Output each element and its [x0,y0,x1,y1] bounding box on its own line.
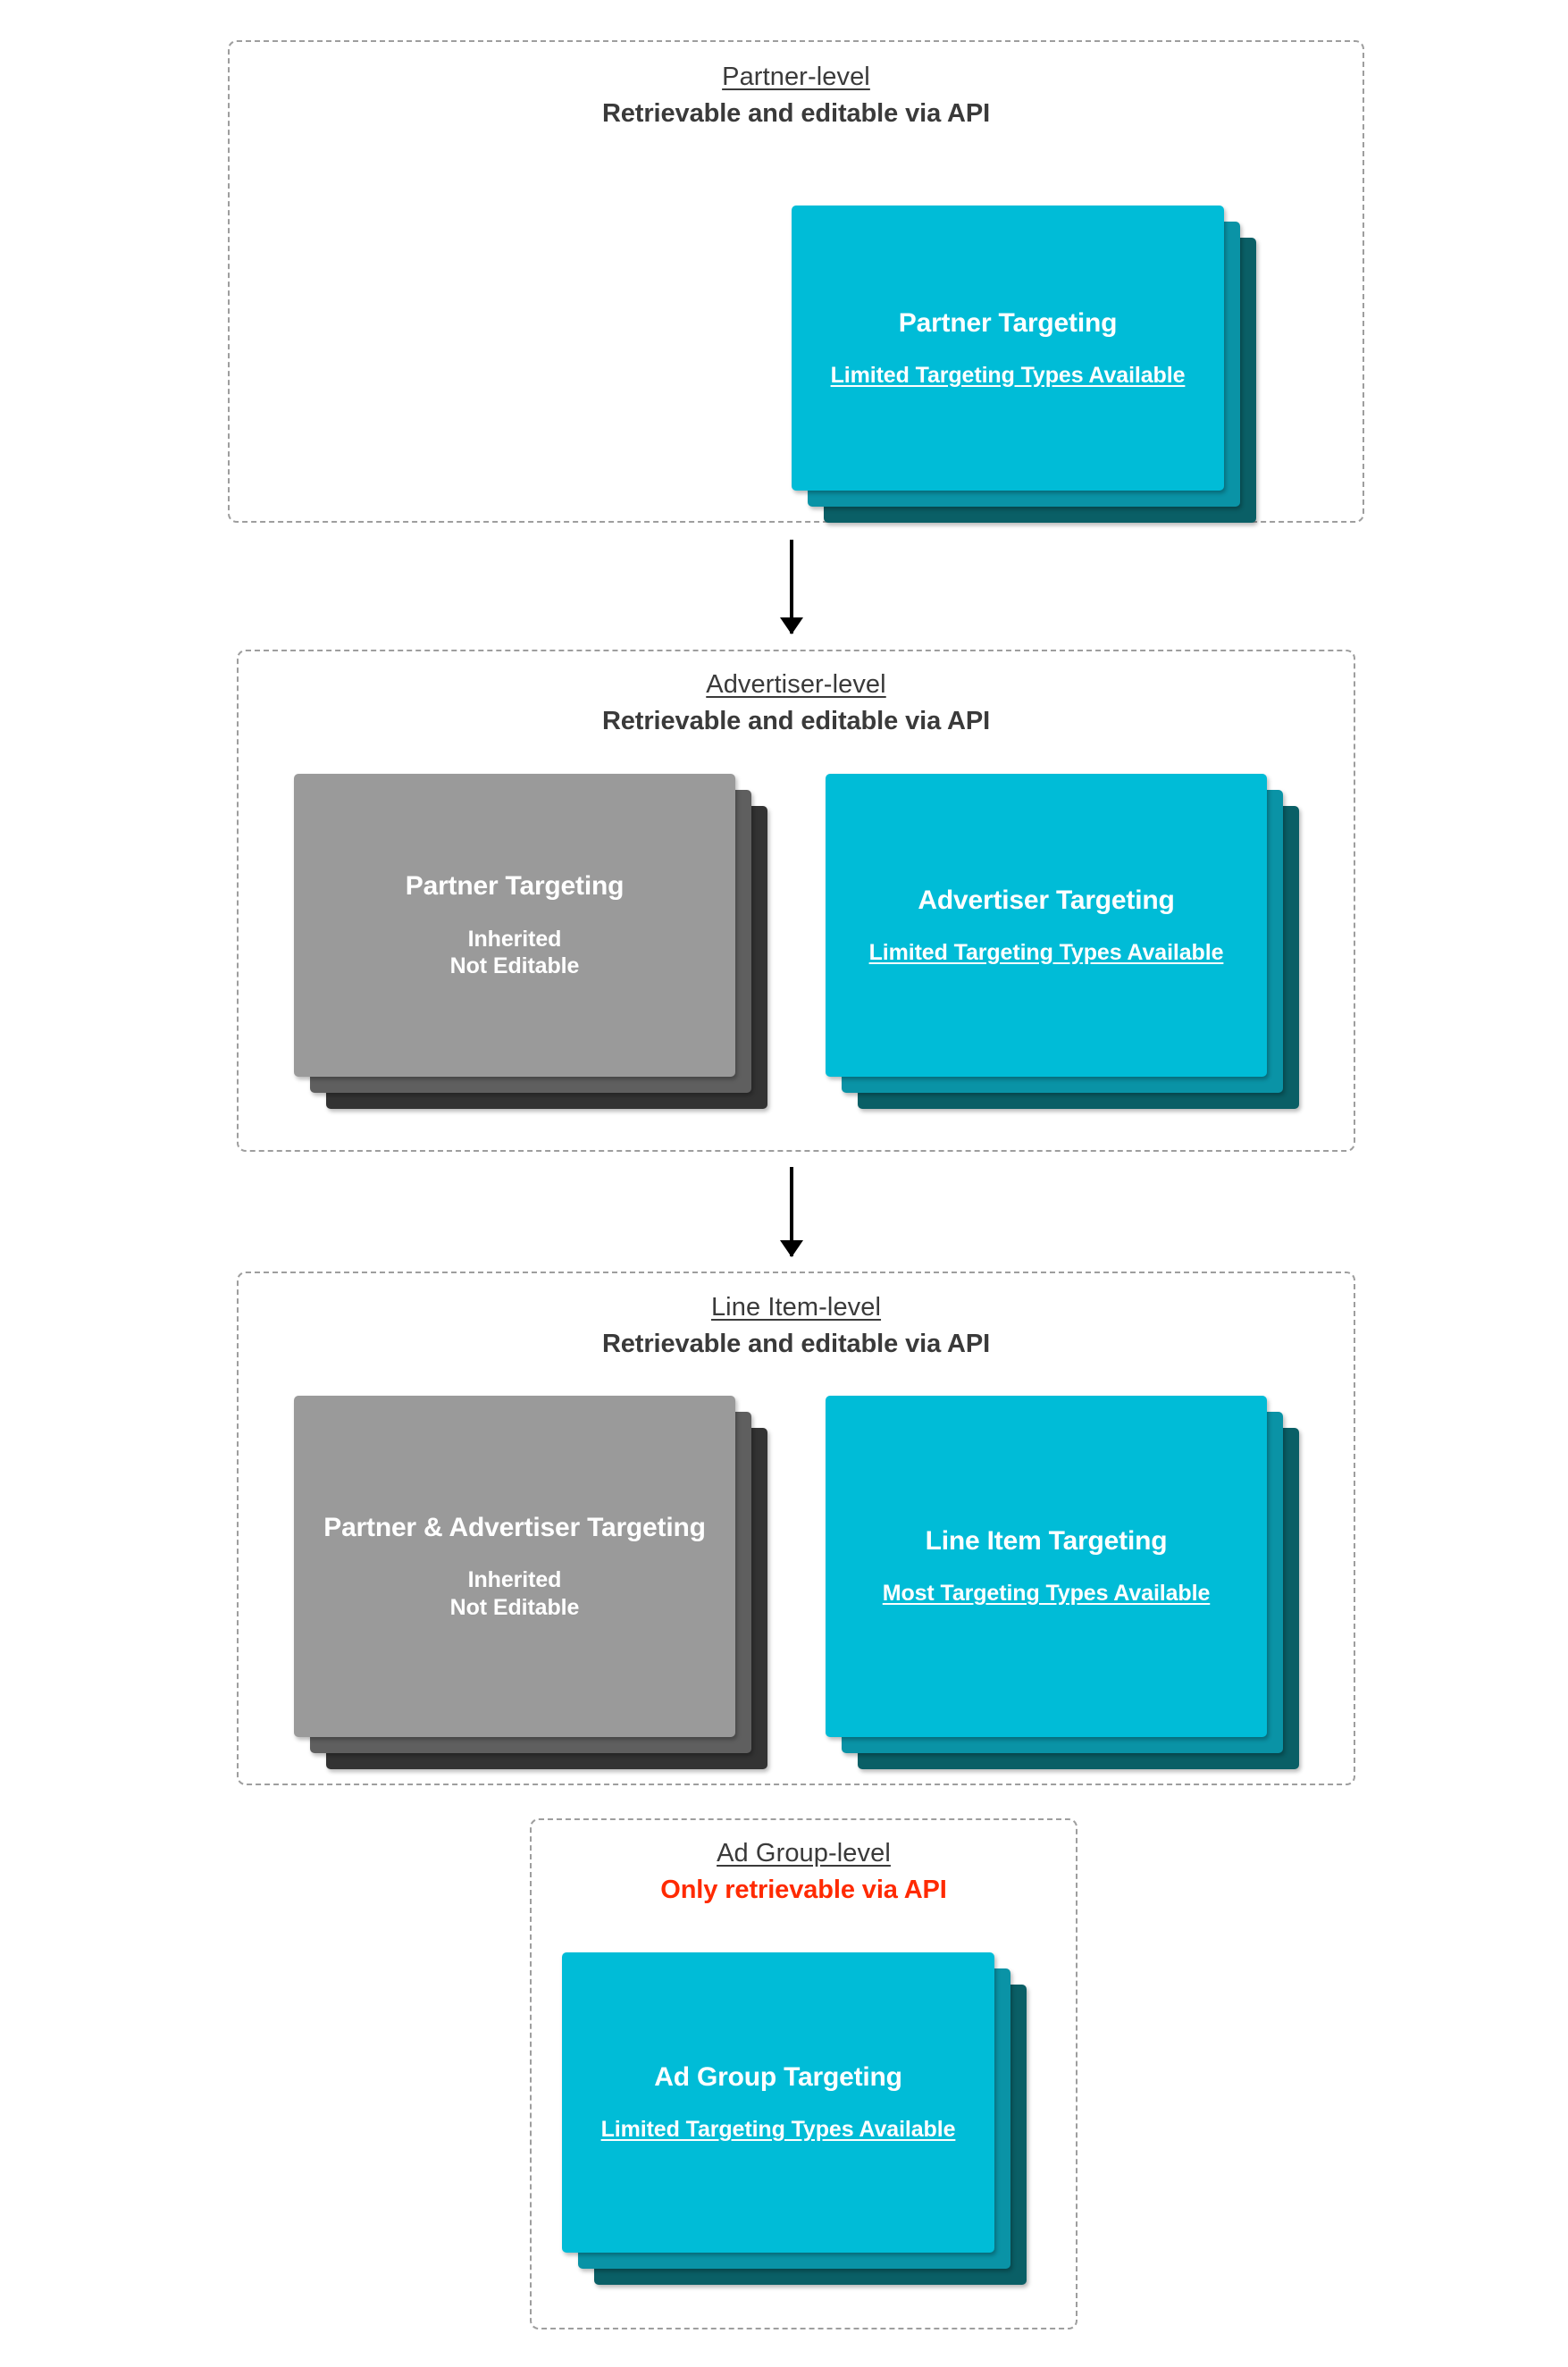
level-title-advertiser: Advertiser-level [706,670,886,699]
card-layer-front[interactable]: Partner & Advertiser Targeting Inherited… [294,1396,735,1737]
level-subtitle-advertiser: Retrievable and editable via API [601,707,991,736]
level-container-lineitem: Line Item-level Retrievable and editable… [237,1272,1355,1785]
card-layer-front[interactable]: Ad Group Targeting Limited Targeting Typ… [562,1952,994,2253]
card-note: Limited Targeting Types Available [830,362,1186,388]
level-container-advertiser: Advertiser-level Retrievable and editabl… [237,650,1355,1152]
card-title: Ad Group Targeting [654,2062,902,2093]
level-heading-adgroup: Ad Group-level Only retrievable via API [532,1838,1076,1907]
card-layer-front[interactable]: Partner Targeting Limited Targeting Type… [792,206,1224,491]
card-title: Partner Targeting [898,307,1118,338]
connector-advertiser-to-lineitem [780,1167,803,1257]
card-stack-ad-group-targeting[interactable]: Ad Group Targeting Limited Targeting Typ… [562,1952,1027,2285]
level-title-partner: Partner-level [722,63,870,91]
level-title-adgroup: Ad Group-level [717,1839,891,1868]
card-note: Limited Targeting Types Available [868,939,1224,965]
card-title: Partner Targeting [405,871,625,902]
card-title: Line Item Targeting [925,1526,1168,1557]
level-subtitle-adgroup: Only retrievable via API [660,1876,947,1905]
card-note: Most Targeting Types Available [882,1581,1211,1607]
card-stack-advertiser-targeting[interactable]: Advertiser Targeting Limited Targeting T… [826,774,1299,1109]
card-note: Limited Targeting Types Available [600,2117,956,2143]
level-heading-advertiser: Advertiser-level Retrievable and editabl… [239,669,1354,738]
card-title: Partner & Advertiser Targeting [323,1512,706,1542]
card-layer-front[interactable]: Advertiser Targeting Limited Targeting T… [826,774,1267,1077]
level-subtitle-lineitem: Retrievable and editable via API [601,1330,991,1359]
level-subtitle-partner: Retrievable and editable via API [601,99,991,129]
card-layer-front[interactable]: Line Item Targeting Most Targeting Types… [826,1396,1267,1737]
level-container-adgroup: Ad Group-level Only retrievable via API [530,1818,1077,2329]
card-stack-lineitem-inherited-targeting[interactable]: Partner & Advertiser Targeting Inherited… [294,1396,767,1769]
level-container-partner: Partner-level Retrievable and editable v… [228,40,1364,523]
level-heading-lineitem: Line Item-level Retrievable and editable… [239,1292,1354,1361]
card-title: Advertiser Targeting [918,885,1175,915]
card-stack-line-item-targeting[interactable]: Line Item Targeting Most Targeting Types… [826,1396,1299,1769]
connector-partner-to-advertiser [780,540,803,634]
arrow-head-icon [780,1240,803,1257]
level-title-lineitem: Line Item-level [710,1293,882,1322]
card-stack-partner-targeting[interactable]: Partner Targeting Limited Targeting Type… [792,206,1256,523]
arrow-head-icon [780,617,803,634]
level-heading-partner: Partner-level Retrievable and editable v… [230,62,1363,130]
